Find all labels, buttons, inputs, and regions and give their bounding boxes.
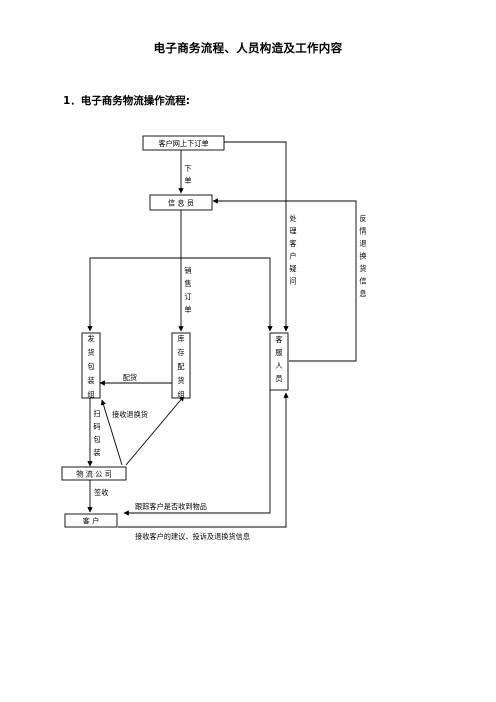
node-stock-label: 库存配货组 <box>177 334 184 399</box>
label-track: 跟踪客户是否收到物品 <box>135 502 207 511</box>
node-pack-label: 发货包装组 <box>87 334 94 399</box>
flow-connectors <box>87 141 357 528</box>
label-order-to-info: 下单 <box>184 164 191 185</box>
section-heading: 1．电子商务物流操作流程: <box>63 95 191 107</box>
label-distribute: 配货 <box>123 373 137 382</box>
edge-service-customer-track <box>123 390 271 516</box>
node-service: 客服人员 <box>269 332 289 391</box>
label-sign: 签收 <box>94 488 108 497</box>
label-receive-feedback: 接收客户的建议、投诉及退换货信息 <box>135 532 250 541</box>
node-logistics: 物 流 公 司 <box>61 466 127 481</box>
edge-order-service <box>224 141 289 332</box>
node-pack: 发货包装组 <box>81 332 101 399</box>
node-customer: 客 户 <box>64 513 118 528</box>
node-order: 客户网上下订单 <box>142 135 225 151</box>
page-title: 电子商务流程、人员构造及工作内容 <box>153 41 343 55</box>
node-stock: 库存配货组 <box>171 332 191 399</box>
label-feedback: 反情退换货信息 <box>359 214 366 298</box>
edge-logistics-pack <box>100 399 123 466</box>
node-service-label: 客服人员 <box>275 335 282 383</box>
node-logistics-label: 物 流 公 司 <box>76 470 112 479</box>
edge-service-info-feedback <box>212 198 357 362</box>
node-info: 信 息 员 <box>149 194 213 211</box>
node-info-label: 信 息 员 <box>168 199 194 208</box>
node-order-label: 客户网上下订单 <box>158 139 208 148</box>
edge-logistics-stock <box>125 395 185 466</box>
label-handle-questions: 处理客户疑问 <box>289 214 296 286</box>
label-scan-pack: 扫码包装 <box>93 409 100 457</box>
node-customer-label: 客 户 <box>83 517 100 526</box>
label-sales-order: 销售订单 <box>184 266 191 314</box>
edge-customer-service-feedback <box>118 392 289 528</box>
label-receive-returns: 接收退换货 <box>112 410 148 419</box>
